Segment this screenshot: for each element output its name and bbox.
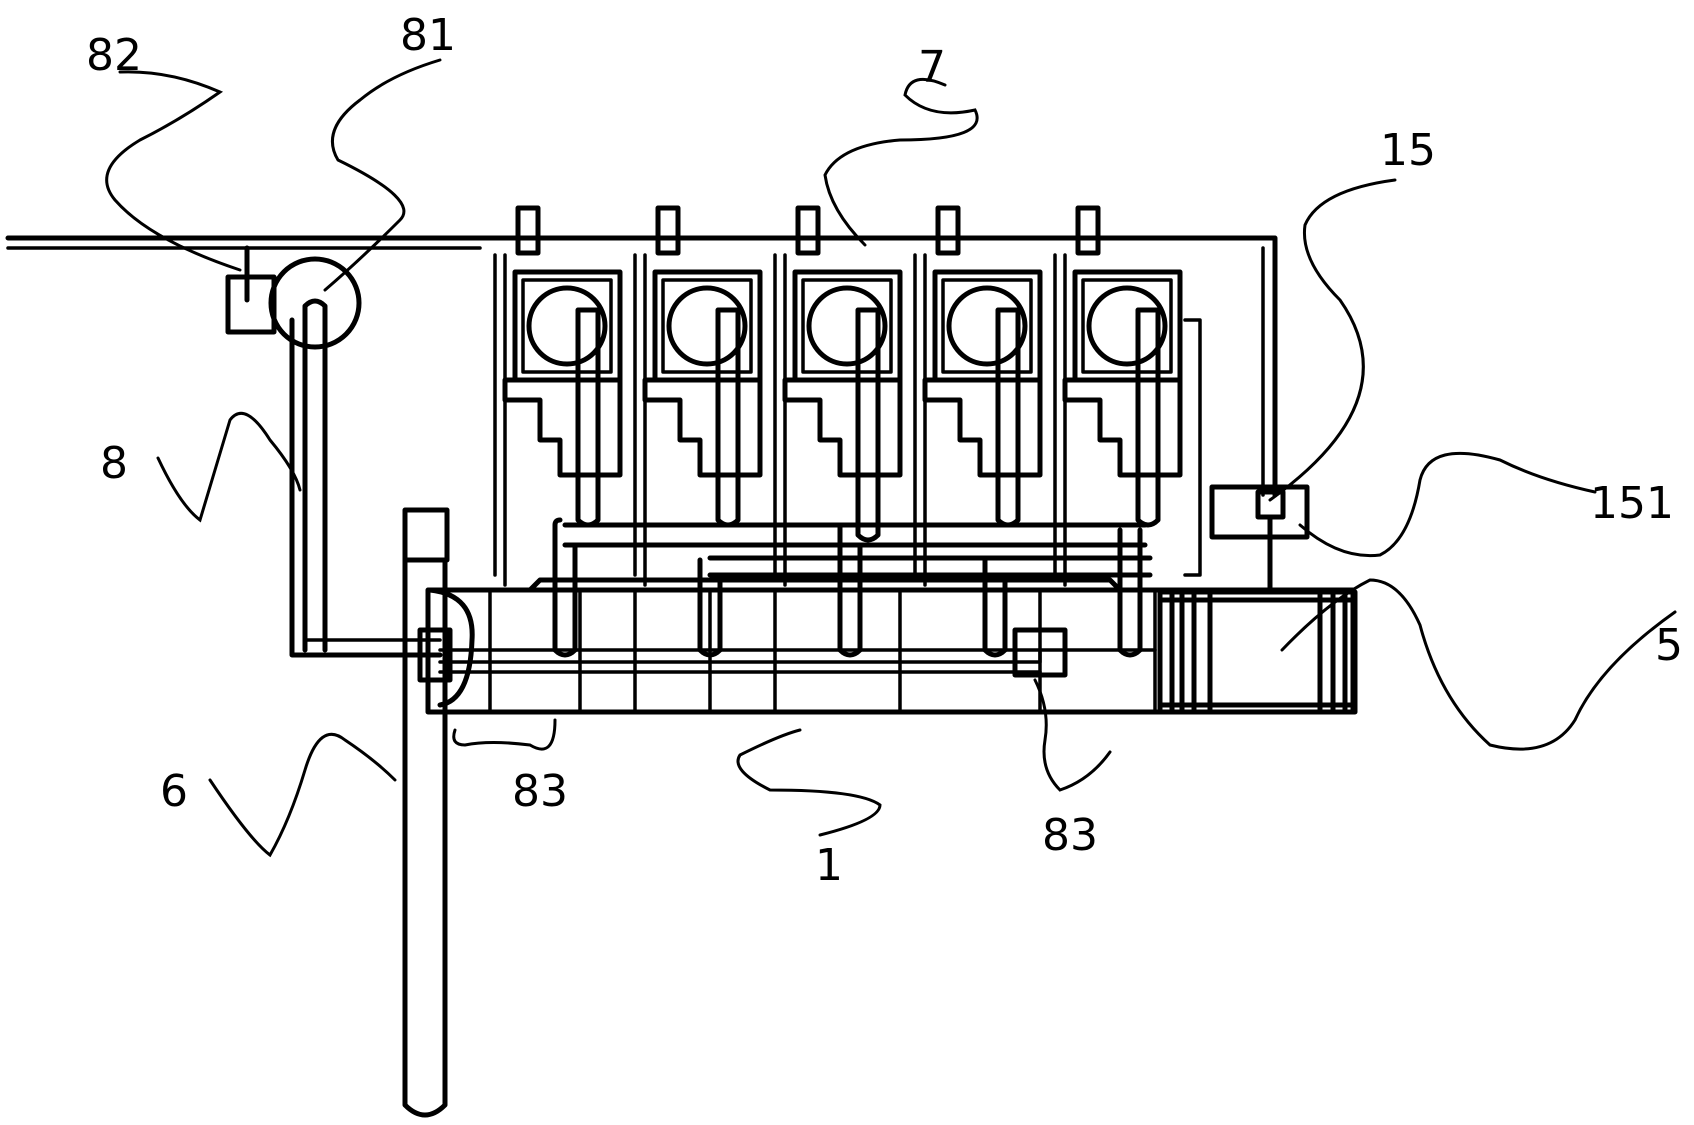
- label-81: 81: [400, 10, 456, 61]
- label-15: 15: [1380, 125, 1436, 176]
- component-15: [1209, 484, 1310, 595]
- label-5: 5: [1655, 620, 1683, 671]
- component-82: [225, 245, 277, 335]
- dosing-unit: [773, 205, 903, 587]
- label-83-right: 83: [1042, 810, 1098, 861]
- top-pipe: [5, 235, 1278, 498]
- dosing-unit: [913, 205, 1043, 587]
- pipe-8: [289, 317, 443, 658]
- block-5: [1157, 589, 1358, 715]
- tube-6: [402, 507, 475, 1118]
- distribution-pipes: [552, 517, 1153, 658]
- sensor-83-right: [1012, 627, 1068, 678]
- label-1: 1: [815, 840, 843, 891]
- label-8: 8: [100, 438, 128, 489]
- sensor-83-left: [417, 627, 453, 683]
- label-151: 151: [1590, 478, 1674, 529]
- label-82: 82: [86, 30, 142, 81]
- label-6: 6: [160, 766, 188, 817]
- pump-81: [268, 256, 362, 653]
- tank-1: [425, 587, 1356, 715]
- dosing-unit: [1053, 205, 1202, 587]
- leader-lines: [105, 58, 1677, 858]
- label-83-left: 83: [512, 766, 568, 817]
- dosing-unit: [633, 205, 763, 587]
- label-7: 7: [918, 42, 946, 93]
- tank-top-plate: [527, 577, 1123, 593]
